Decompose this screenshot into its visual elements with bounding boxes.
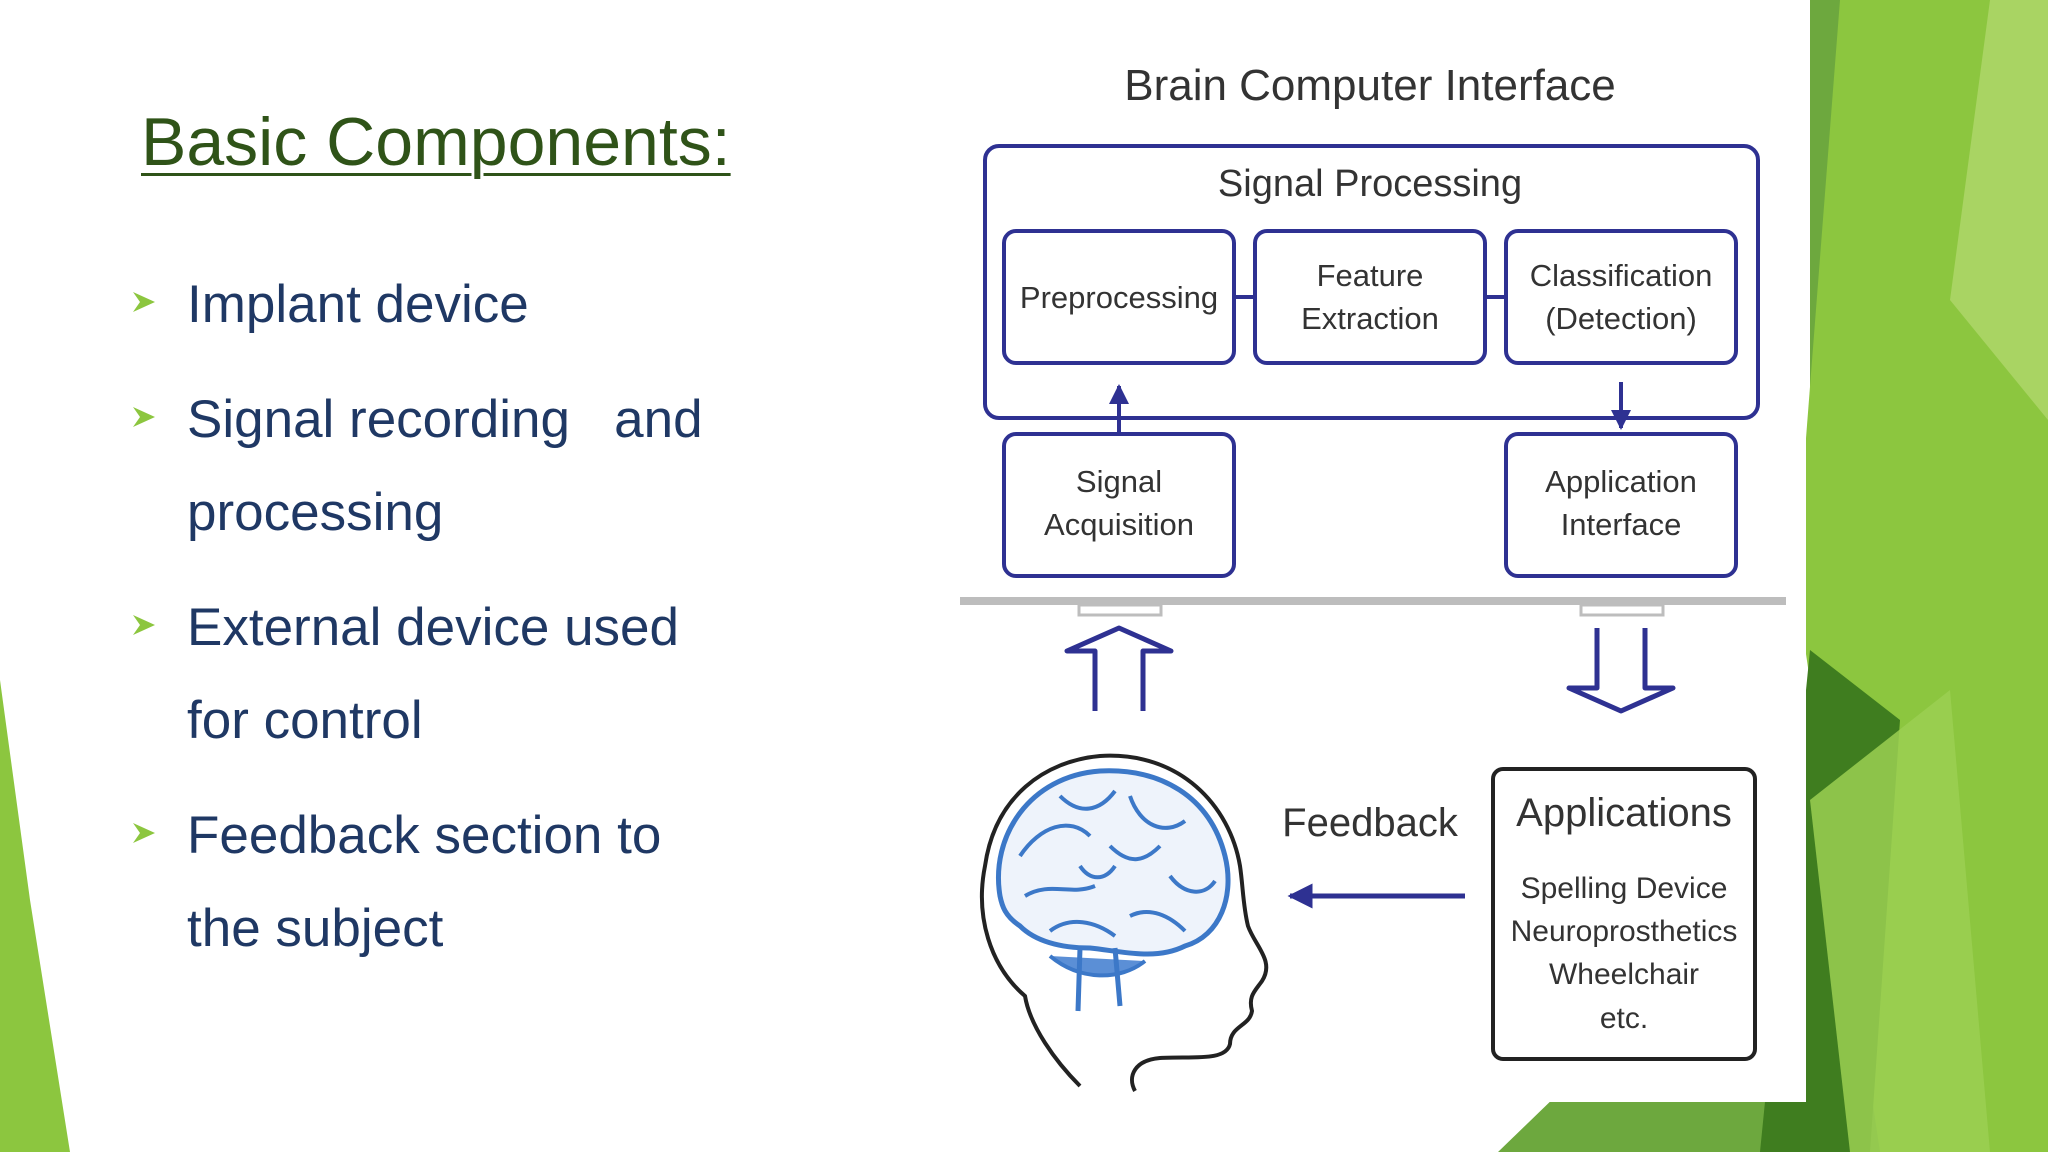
application-item: Wheelchair bbox=[1549, 958, 1699, 991]
bullet-item: Implant device bbox=[130, 258, 770, 351]
bullet-text: Implant device bbox=[187, 275, 529, 334]
preprocessing-label: Preprocessing bbox=[1020, 280, 1218, 315]
feedback-label: Feedback bbox=[1282, 801, 1459, 845]
double-arrow-down-icon bbox=[1566, 628, 1676, 714]
applications-box bbox=[1491, 767, 1757, 1061]
bullet-text: Feedback section to the subject bbox=[187, 806, 662, 958]
signal-processing-title: Signal Processing bbox=[1218, 163, 1522, 205]
application-interface-label-line1: Application bbox=[1545, 464, 1697, 499]
feature-extraction-label-line2: Extraction bbox=[1301, 301, 1439, 336]
arrowhead-bullet-icon bbox=[133, 823, 155, 843]
signal-processing-box bbox=[983, 144, 1760, 420]
diagram-title: Brain Computer Interface bbox=[1124, 61, 1616, 110]
application-item: etc. bbox=[1600, 1002, 1648, 1035]
application-interface-box bbox=[1504, 432, 1738, 578]
double-arrow-up-icon bbox=[1064, 625, 1174, 711]
boundary-bar bbox=[960, 597, 1786, 605]
signal-acquisition-box bbox=[1002, 432, 1236, 578]
application-item: Spelling Device bbox=[1521, 872, 1728, 905]
arrowhead-bullet-icon bbox=[133, 615, 155, 635]
boundary-connector bbox=[1579, 603, 1665, 617]
classification-label-line1: Classification bbox=[1530, 258, 1713, 293]
classification-box bbox=[1504, 229, 1738, 365]
bullet-text: External device used for control bbox=[187, 598, 680, 750]
application-item: Neuroprosthetics bbox=[1511, 915, 1738, 948]
bullet-list: Implant device Signal recording and proc… bbox=[130, 258, 770, 997]
arrowhead-bullet-icon bbox=[133, 407, 155, 427]
boundary-connector bbox=[1077, 603, 1163, 617]
slide-title: Basic Components: bbox=[141, 104, 731, 180]
bci-diagram-panel: Brain Computer Interface Signal Processi… bbox=[930, 36, 1806, 1102]
arrowhead-bullet-icon bbox=[133, 292, 155, 312]
signal-acquisition-label-line2: Acquisition bbox=[1044, 507, 1194, 542]
feature-extraction-box bbox=[1253, 229, 1487, 365]
feature-extraction-label-line1: Feature bbox=[1317, 258, 1424, 293]
signal-acquisition-label-line1: Signal bbox=[1076, 464, 1162, 499]
bullet-item: Signal recording and processing bbox=[130, 373, 770, 559]
bullet-text: Signal recording and processing bbox=[187, 390, 703, 542]
classification-label-line2: (Detection) bbox=[1545, 301, 1697, 336]
bullet-item: External device used for control bbox=[130, 581, 770, 767]
bullet-item: Feedback section to the subject bbox=[130, 789, 770, 975]
bci-diagram: Brain Computer Interface Signal Processi… bbox=[960, 61, 1786, 1092]
applications-title: Applications bbox=[1516, 791, 1732, 835]
application-interface-label-line2: Interface bbox=[1561, 507, 1682, 542]
brain-head-icon bbox=[980, 753, 1269, 1092]
